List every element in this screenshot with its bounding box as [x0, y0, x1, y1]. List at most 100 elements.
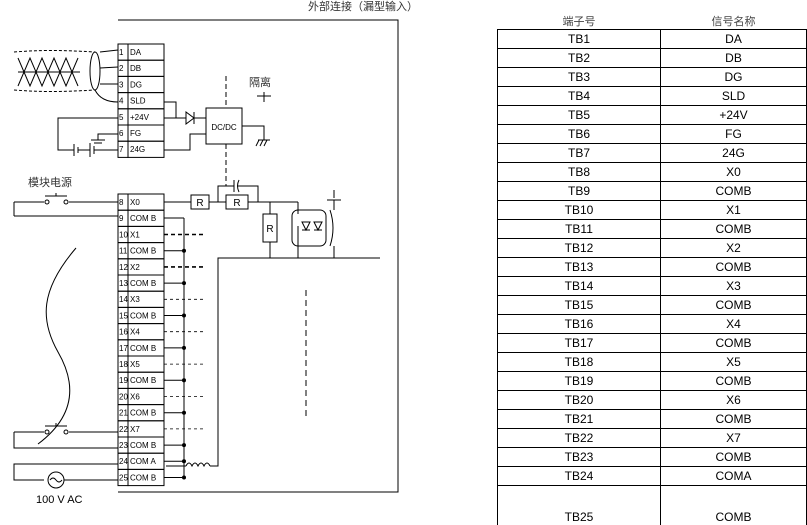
- terminal-no-cell: TB11: [498, 220, 661, 239]
- resistor-label-2: R: [233, 198, 240, 209]
- terminal-number: 6: [119, 129, 124, 138]
- switch-x7: [14, 423, 118, 448]
- terminal-label: 24G: [130, 145, 145, 154]
- junction-dot: [182, 249, 186, 253]
- terminal-label: COM B: [130, 409, 156, 418]
- signal-name-cell: +24V: [661, 106, 807, 125]
- terminal-no-cell: TB12: [498, 239, 661, 258]
- signal-name-cell: X1: [661, 201, 807, 220]
- dcdc-label: DC/DC: [211, 123, 237, 132]
- terminal-no-cell: TB17: [498, 334, 661, 353]
- terminal-no-cell: TB18: [498, 353, 661, 372]
- diagram-title: 外部连接（漏型输入）: [308, 0, 418, 13]
- terminal-number: 19: [119, 376, 128, 385]
- omission-curve: [38, 248, 76, 444]
- terminal-no-cell: TB5: [498, 106, 661, 125]
- terminal-label: COM B: [130, 376, 156, 385]
- signal-name-cell: COMB: [661, 486, 807, 525]
- header-signal-name: 信号名称: [661, 13, 807, 30]
- terminal-number: 16: [119, 328, 128, 337]
- signal-name-cell: COMB: [661, 372, 807, 391]
- junction-dot: [182, 411, 186, 415]
- terminal-number: 4: [119, 97, 124, 106]
- table-row: TB5+24V: [498, 106, 807, 125]
- terminal-number: 14: [119, 295, 128, 304]
- terminal-no-cell: TB23: [498, 448, 661, 467]
- comb-links: [164, 235, 206, 480]
- terminal-no-cell: TB22: [498, 429, 661, 448]
- signal-name-cell: X4: [661, 315, 807, 334]
- terminal-no-cell: TB4: [498, 87, 661, 106]
- terminal-number: 10: [119, 230, 128, 239]
- resistor-label-1: R: [196, 198, 203, 209]
- terminal-label: DG: [130, 80, 142, 89]
- ac-supply: [14, 463, 210, 488]
- terminal-label: X0: [130, 198, 140, 207]
- terminal-number: 18: [119, 360, 128, 369]
- signal-name-cell: COMB: [661, 334, 807, 353]
- terminal-number: 2: [119, 64, 124, 73]
- terminal-label: X2: [130, 263, 140, 272]
- terminal-number: 8: [119, 198, 124, 207]
- terminal-no-cell: TB10: [498, 201, 661, 220]
- terminal-label: COM B: [130, 311, 156, 320]
- signal-name-cell: SLD: [661, 87, 807, 106]
- terminal-number: 11: [119, 247, 128, 256]
- terminal-label: FG: [130, 129, 141, 138]
- terminal-label: X6: [130, 392, 140, 401]
- terminal-number: 25: [119, 473, 128, 482]
- terminal-no-cell: TB3: [498, 68, 661, 87]
- junction-dot: [182, 346, 186, 350]
- terminal-number: 13: [119, 279, 128, 288]
- signal-name-cell: DA: [661, 30, 807, 49]
- switch-x0: [14, 193, 118, 216]
- terminal-label: COM B: [130, 441, 156, 450]
- terminal-no-cell: TB13: [498, 258, 661, 277]
- terminal-no-cell: TB15: [498, 296, 661, 315]
- terminal-number: 21: [119, 409, 128, 418]
- signal-name-cell: DB: [661, 49, 807, 68]
- terminal-label: COM B: [130, 247, 156, 256]
- terminal-number: 9: [119, 214, 124, 223]
- signal-name-cell: COMB: [661, 182, 807, 201]
- terminal-no-cell: TB14: [498, 277, 661, 296]
- signal-name-cell: X7: [661, 429, 807, 448]
- signal-name-cell: X6: [661, 391, 807, 410]
- terminal-number: 15: [119, 311, 128, 320]
- terminal-number: 1: [119, 48, 124, 57]
- power-input-wiring: [58, 118, 118, 157]
- signal-name-cell: COMB: [661, 220, 807, 239]
- terminal-no-cell: TB16: [498, 315, 661, 334]
- junction-dot: [182, 281, 186, 285]
- terminal-no-cell: TB19: [498, 372, 661, 391]
- signal-name-cell: COMB: [661, 448, 807, 467]
- terminal-no-cell: TB2: [498, 49, 661, 68]
- signal-name-cell: 24G: [661, 144, 807, 163]
- terminal-label: DA: [130, 48, 142, 57]
- terminal-label: +24V: [130, 113, 150, 122]
- header-terminal-no: 端子号: [498, 13, 661, 30]
- terminal-label: COM B: [130, 344, 156, 353]
- terminal-number: 22: [119, 425, 128, 434]
- module-power-label: 模块电源: [28, 175, 72, 189]
- signal-name-cell: FG: [661, 125, 807, 144]
- terminal-label: COM B: [130, 279, 156, 288]
- terminal-number: 5: [119, 113, 124, 122]
